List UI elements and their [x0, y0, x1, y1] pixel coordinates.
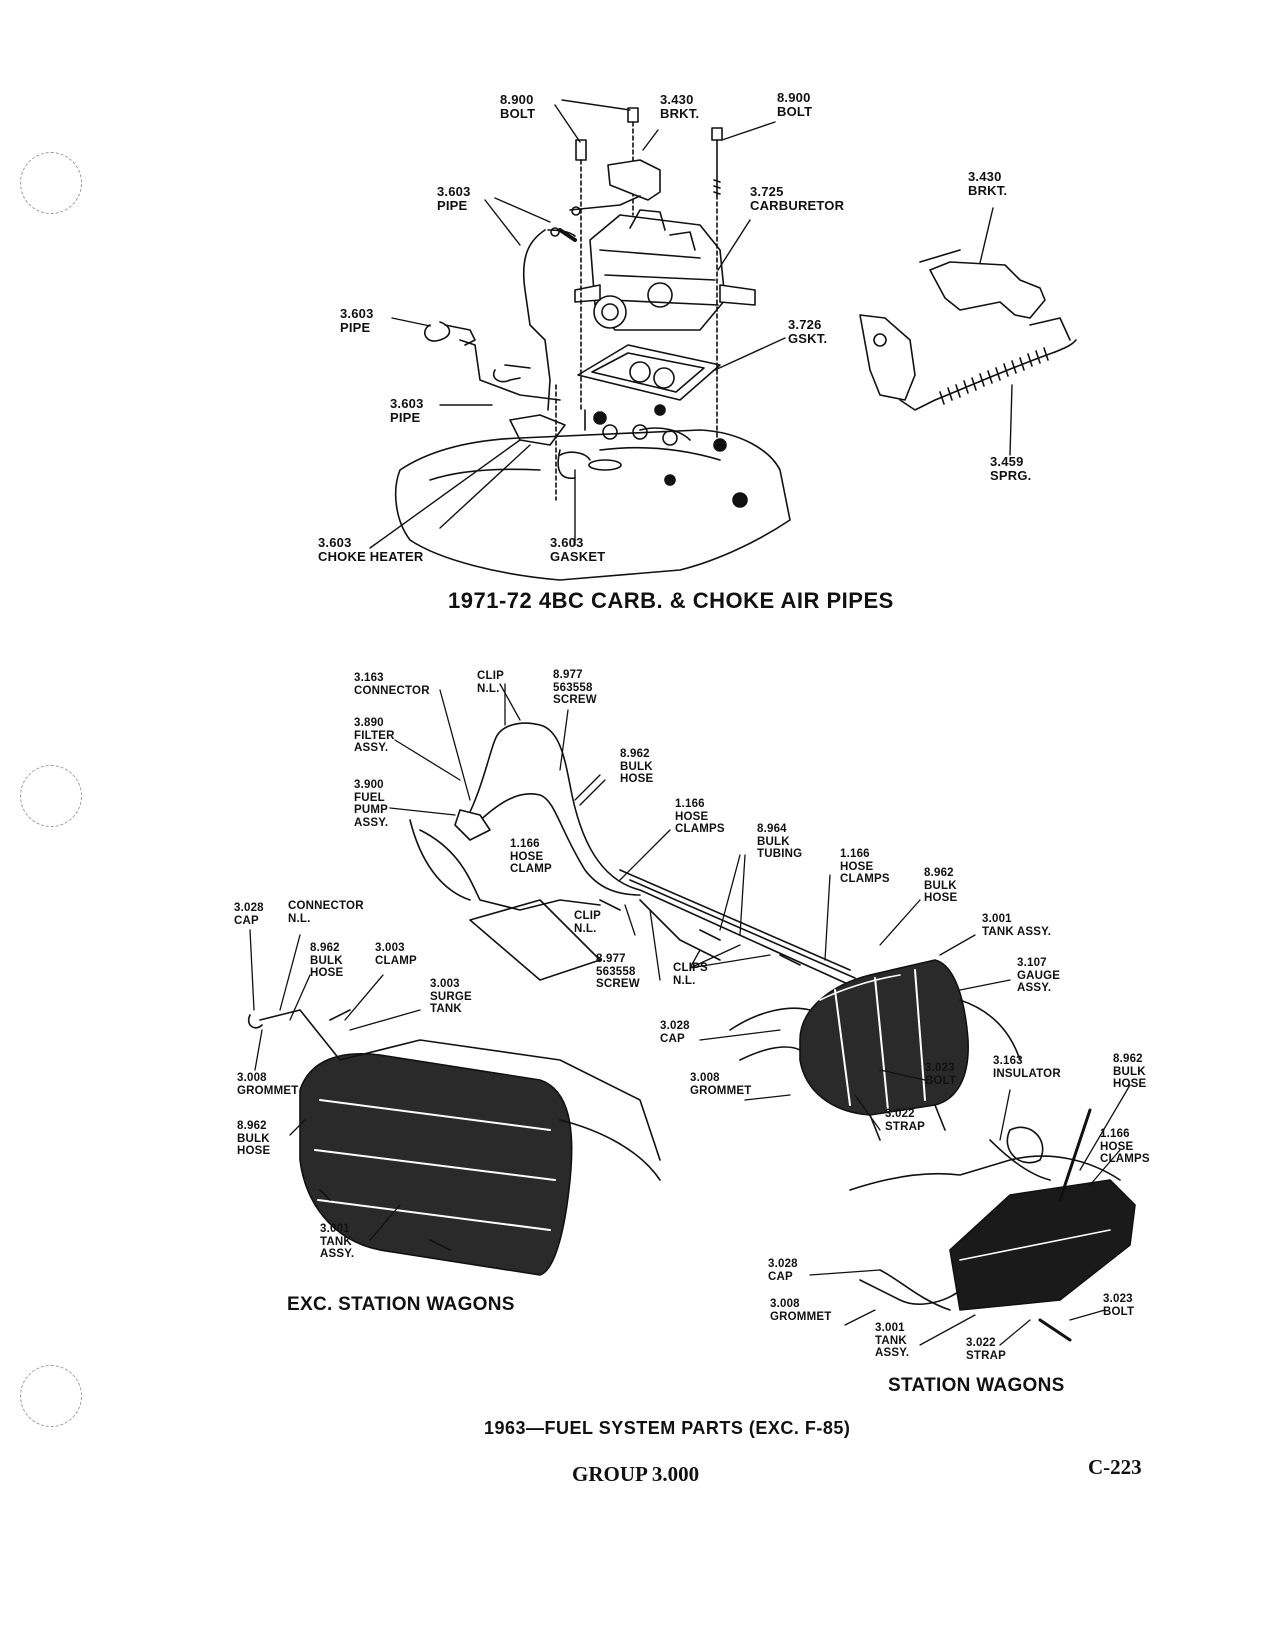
fuel-line-drawing — [409, 722, 881, 991]
fuel-tank-sw-drawing — [849, 1108, 1136, 1342]
binder-hole-1 — [20, 152, 82, 214]
group-footer: GROUP 3.000 — [572, 1462, 700, 1486]
choke-pipes-drawing — [424, 227, 622, 501]
exc-station-wagons-label: EXC. STATION WAGONS — [287, 1294, 515, 1315]
binder-hole-3 — [20, 1365, 82, 1427]
fuel-tank-left-drawing — [247, 1009, 661, 1276]
gasket-drawing — [577, 344, 721, 401]
fuel-tank-right-drawing — [729, 959, 1021, 1141]
bottom-section-title: 1963—FUEL SYSTEM PARTS (EXC. F-85) — [484, 1418, 851, 1438]
binder-hole-2 — [20, 765, 82, 827]
page-number: C-223 — [1088, 1455, 1142, 1479]
engine-manifold-drawing — [394, 404, 791, 581]
carburetor-drawing — [574, 209, 756, 331]
spring-bracket-drawing — [859, 249, 1077, 411]
throttle-bracket-drawing — [569, 159, 661, 216]
top-section-title: 1971-72 4BC CARB. & CHOKE AIR PIPES — [448, 588, 894, 613]
leader-lines-top — [369, 99, 1013, 549]
leader-lines-bottom — [249, 683, 1131, 1346]
station-wagons-label: STATION WAGONS — [888, 1375, 1065, 1396]
